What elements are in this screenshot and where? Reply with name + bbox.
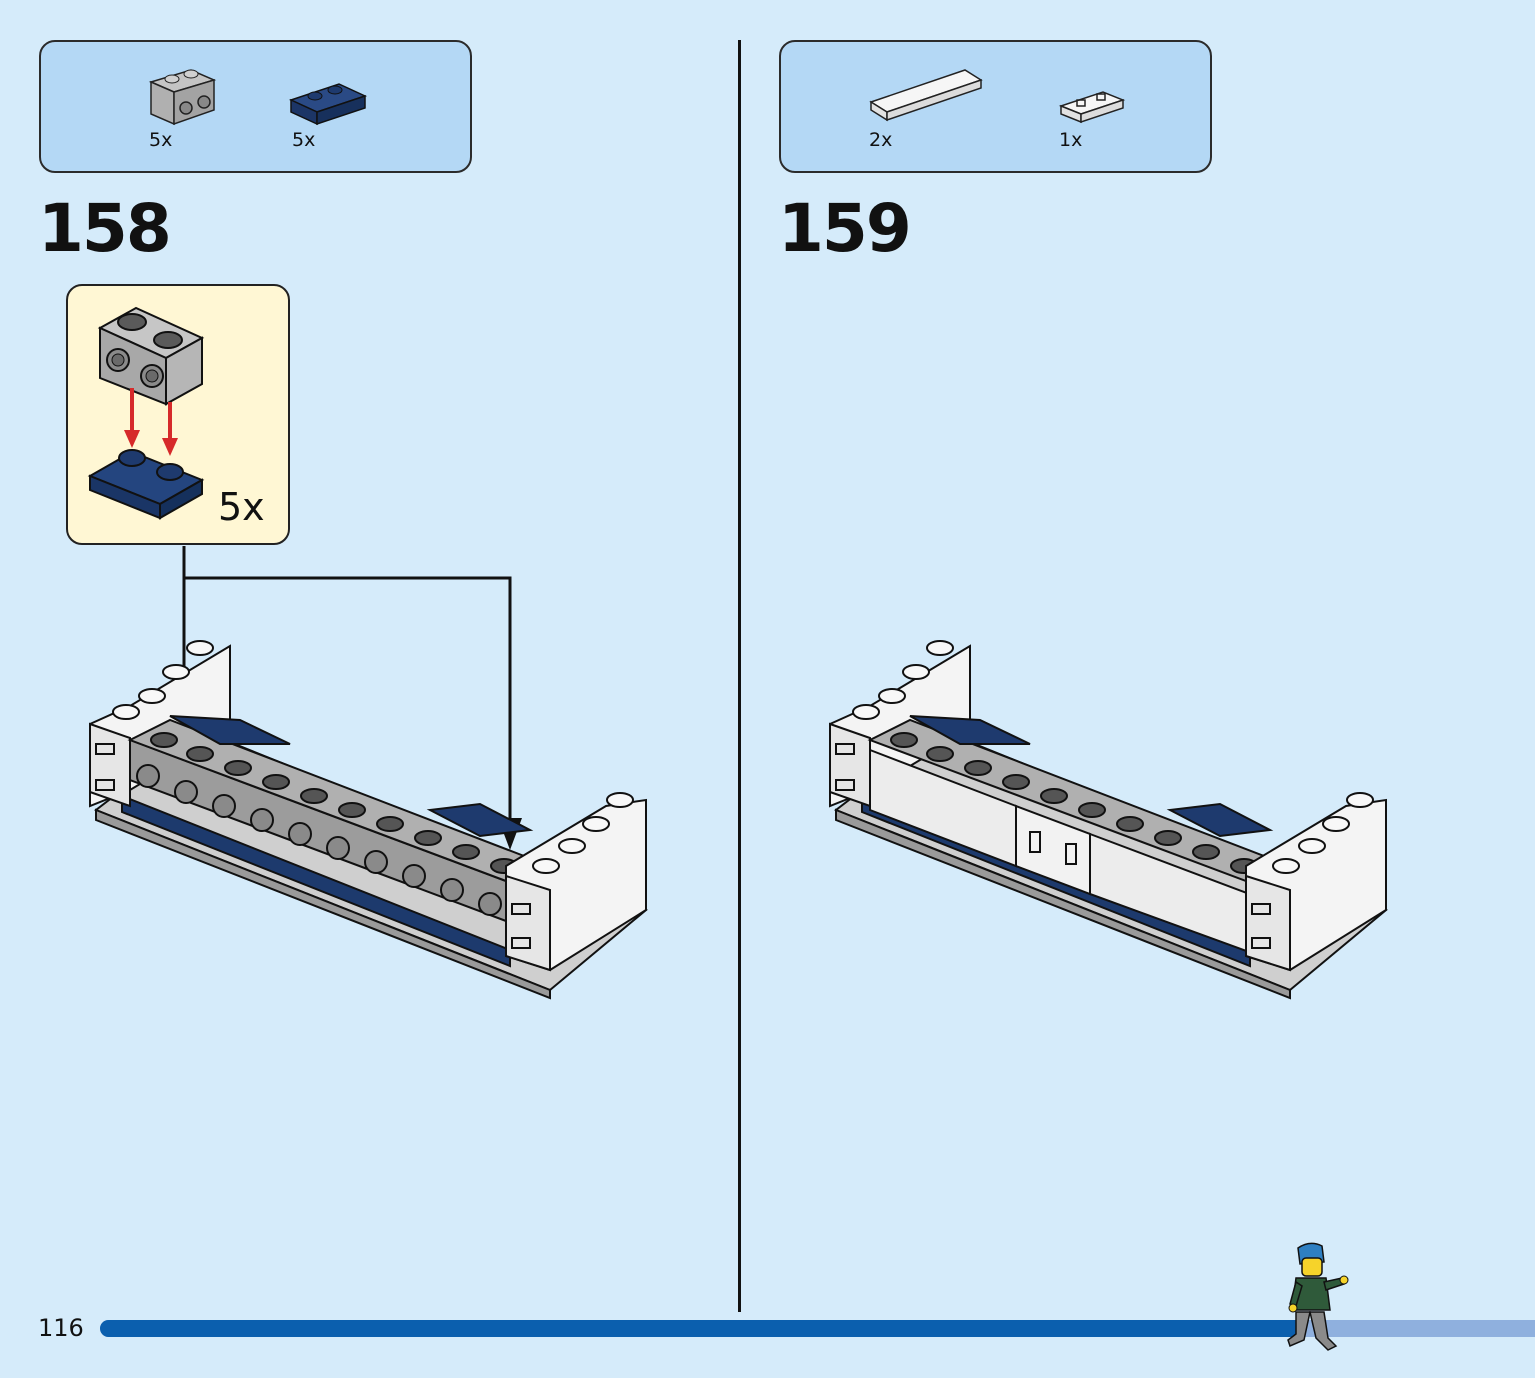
white-tile-icon xyxy=(869,69,983,122)
page-number: 116 xyxy=(38,1314,84,1342)
grey-brick-side-studs-icon xyxy=(148,69,217,126)
progress-bar xyxy=(100,1320,1535,1337)
callout-qty: 5x xyxy=(218,485,265,529)
dark-blue-jumper-plate-icon xyxy=(288,83,368,126)
step-number: 158 xyxy=(38,190,172,267)
parts-list-step-158: 5x 5x xyxy=(39,40,472,173)
progress-bar-fill xyxy=(100,1320,1306,1337)
white-window-tile-icon xyxy=(1058,91,1126,124)
step-number: 159 xyxy=(778,190,912,267)
minifigure-walking-icon xyxy=(1287,1242,1349,1351)
page-divider xyxy=(738,40,741,1312)
model-step-159 xyxy=(829,640,1388,1000)
part-qty: 1x xyxy=(1059,129,1083,151)
subassembly-illustration xyxy=(87,306,205,520)
model-step-158 xyxy=(89,640,648,1000)
part-qty: 2x xyxy=(869,129,893,151)
parts-list-step-159: 2x 1x xyxy=(779,40,1212,173)
part-qty: 5x xyxy=(292,129,316,151)
part-qty: 5x xyxy=(149,129,173,151)
